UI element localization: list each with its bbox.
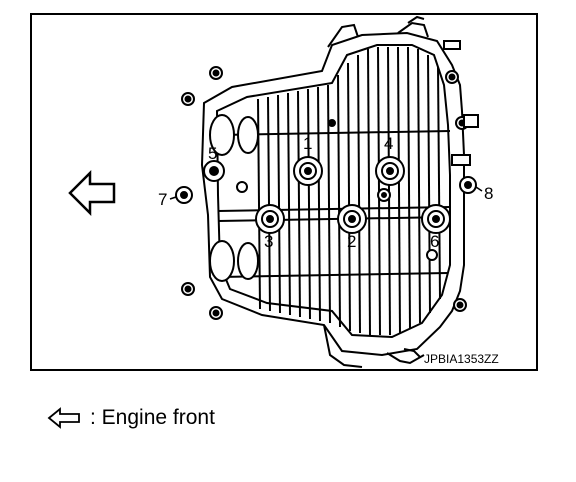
bolt-1 [293, 156, 323, 186]
outline-left-arrow-icon [47, 407, 80, 429]
diagram-frame: 1 2 3 4 5 6 7 8 JPBIA1353ZZ [30, 13, 538, 371]
bolt-label-5: 5 [208, 144, 217, 163]
pipe-fittings [443, 40, 479, 166]
bolt-7 [175, 186, 193, 204]
bolt-5 [203, 160, 225, 182]
runner-ports [209, 114, 259, 282]
figure-code: JPBIA1353ZZ [424, 352, 499, 366]
bolt-3 [255, 204, 285, 234]
manifold-ribs [257, 46, 441, 336]
bolt-2 [337, 204, 367, 234]
leader-lines [169, 186, 483, 200]
manifold-body [200, 15, 465, 368]
bolt-6 [421, 204, 451, 234]
legend-text: : Engine front [90, 406, 215, 429]
bolt-label-8: 8 [484, 184, 493, 203]
bolt-label-3: 3 [264, 232, 273, 251]
engine-front-arrow-icon [68, 169, 116, 217]
intake-manifold-diagram: 1 2 3 4 5 6 7 8 JPBIA1353ZZ [68, 15, 499, 368]
legend: : Engine front [46, 404, 215, 432]
bolt-8 [459, 176, 477, 194]
bolt-label-2: 2 [347, 232, 356, 251]
bolt-4 [375, 156, 405, 186]
bolt-label-4: 4 [384, 134, 393, 153]
bolt-label-6: 6 [430, 232, 439, 251]
bolt-label-7: 7 [158, 190, 167, 209]
bolt-label-1: 1 [303, 134, 312, 153]
bolt-bosses [175, 156, 477, 261]
